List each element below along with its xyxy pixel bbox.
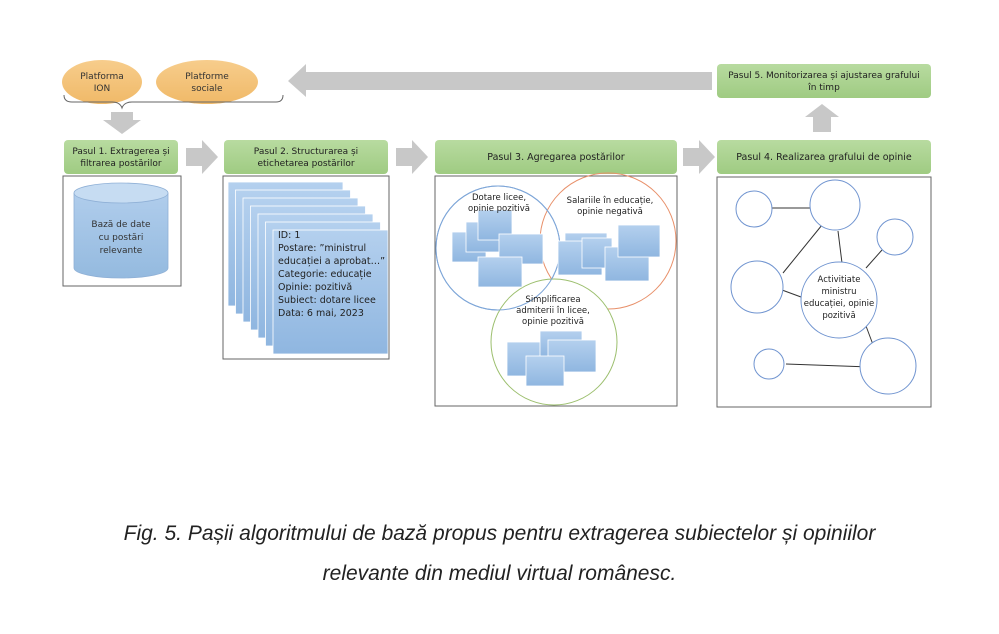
graph-node [730, 260, 784, 314]
arrow-up-icon [805, 104, 839, 132]
graph-center-line3: educației, opinie [804, 299, 875, 309]
step-3-box: Pasul 3. Agregarea postărilor [435, 140, 677, 174]
post-card-text: ID: 1 Postare: ”ministrul educației a ap… [278, 230, 385, 319]
source-label-line2: sociale [191, 84, 223, 94]
post-card [272, 229, 389, 355]
feedback-arrow-icon [288, 64, 712, 97]
arrow-right-icon [186, 140, 218, 174]
graph-node [809, 179, 861, 231]
cluster-3-line2: admiterii în licee, [516, 306, 590, 316]
step-3-label: Pasul 3. Agregarea postărilor [487, 152, 624, 163]
post-card-line: Postare: ”ministrul [278, 243, 366, 254]
database-line2: cu postări [99, 233, 144, 243]
graph-node [876, 218, 914, 256]
database-line1: Bază de date [91, 220, 151, 230]
source-platforma-ion: Platforma ION [62, 60, 142, 104]
panel-aggregation: Dotare licee, opinie pozitivă Salariile … [434, 172, 678, 407]
post-card-line: ID: 1 [278, 230, 300, 241]
graph-node [735, 190, 773, 228]
graph-node-center [800, 261, 878, 339]
step-1-line1: Pasul 1. Extragerea și [72, 147, 169, 157]
graph-edges [769, 207, 883, 368]
step-5-box: Pasul 5. Monitorizarea și ajustarea graf… [717, 64, 931, 98]
step-1-line2: filtrarea postărilor [80, 159, 161, 169]
panel-database: Bază de date cu postări relevante [62, 175, 182, 287]
graph-nodes [730, 179, 917, 395]
cluster-post-cards [451, 209, 661, 387]
cluster-1-line1: Dotare licee, [472, 193, 526, 203]
step-1-box: Pasul 1. Extragerea și filtrarea postări… [64, 140, 178, 174]
graph-node [753, 348, 785, 380]
brace [63, 94, 284, 110]
post-card-line: Categorie: educație [278, 269, 372, 280]
step-2-line2: etichetarea postărilor [257, 159, 354, 169]
source-label-line2: ION [94, 84, 110, 94]
post-card-line: educației a aprobat…” [278, 256, 385, 267]
mini-post-card [617, 224, 661, 258]
step-4-label: Pasul 4. Realizarea grafului de opinie [736, 152, 912, 163]
step-2-line1: Pasul 2. Structurarea și [254, 147, 358, 157]
database-line3: relevante [100, 246, 143, 256]
source-label-line1: Platforma [80, 72, 123, 82]
post-card-line: Subiect: dotare licee [278, 295, 376, 306]
mini-post-card [477, 256, 523, 288]
graph-center-line2: ministru [821, 287, 856, 297]
post-card-line: Data: 6 mai, 2023 [278, 308, 364, 319]
step-4-box: Pasul 4. Realizarea grafului de opinie [717, 140, 931, 174]
post-card-line: Opinie: pozitivă [278, 282, 352, 293]
step-5-line2: în timp [807, 83, 840, 93]
graph-edge [785, 363, 871, 368]
graph-edge [837, 230, 843, 264]
arrow-down-icon [103, 112, 141, 134]
graph-edge [865, 249, 883, 269]
arrow-right-icon [396, 140, 428, 174]
graph-node [859, 337, 917, 395]
graph-edge [781, 289, 802, 298]
cluster-2-line2: opinie negativă [577, 207, 643, 217]
step-2-box: Pasul 2. Structurarea și etichetarea pos… [224, 140, 388, 174]
graph-center-line1: Activitiate [818, 275, 861, 285]
cluster-2-line1: Salariile în educație, [567, 196, 654, 206]
panel-structured-posts: ID: 1 Postare: ”ministrul educației a ap… [222, 175, 390, 360]
post-card-stack [227, 181, 389, 355]
cluster-3-line3: opinie pozitivă [522, 317, 584, 327]
source-platforme-sociale: Platforme sociale [156, 60, 258, 104]
source-label-line1: Platforme [185, 72, 229, 82]
step-5-line1: Pasul 5. Monitorizarea și ajustarea graf… [728, 71, 920, 81]
figure-caption-line1: Fig. 5. Pașii algoritmului de bază propu… [123, 522, 876, 545]
graph-center-line4: pozitivă [822, 311, 855, 321]
panel-opinion-graph: Activitiate ministru educației, opinie p… [716, 176, 932, 408]
graph-edge [782, 224, 823, 274]
cluster-1-line2: opinie pozitivă [468, 204, 530, 214]
database-icon [73, 182, 169, 279]
cluster-3-line1: Simplificarea [525, 295, 580, 305]
arrow-right-icon [683, 140, 715, 174]
mini-post-card [525, 355, 565, 387]
figure-caption-line2: relevante din mediul virtual românesc. [322, 562, 677, 585]
